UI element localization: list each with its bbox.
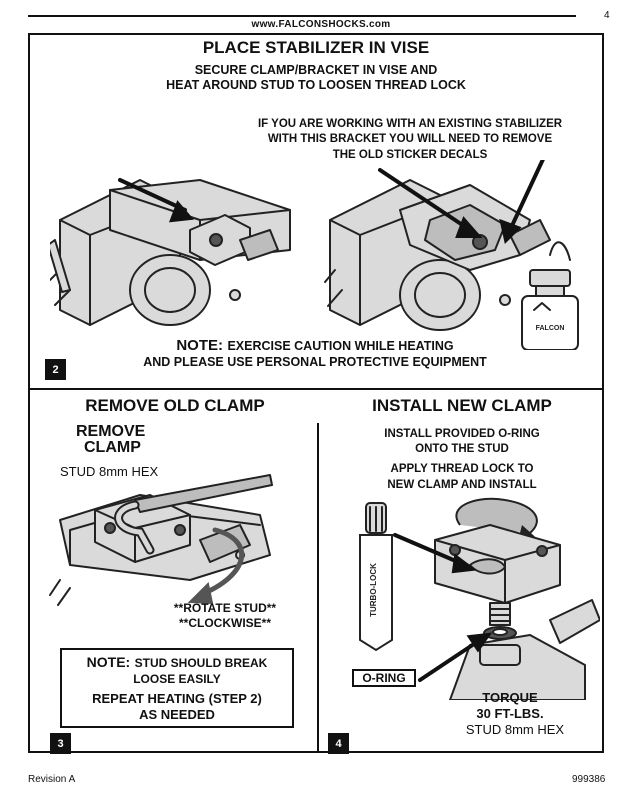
step3-title: REMOVE OLD CLAMP	[85, 396, 265, 415]
decal-callout-3: THE OLD STICKER DECALS	[332, 149, 488, 161]
step4-number-badge: 4	[328, 733, 349, 754]
website-url[interactable]: www.FALCONSHOCKS.com	[251, 19, 391, 30]
step4-stud-label: STUD 8mm HEX	[465, 722, 565, 737]
step2-title: PLACE STABILIZER IN VISE	[202, 38, 430, 57]
step2-note-label: NOTE:	[176, 337, 224, 354]
step2-note-line2: AND PLEASE USE PERSONAL PROTECTIVE EQUIP…	[143, 355, 487, 369]
step3-stud-label: STUD 8mm HEX	[60, 464, 159, 479]
remove-clamp-illustration	[49, 474, 273, 606]
step2-note: NOTE: EXERCISE CAUTION WHILE HEATING	[60, 337, 570, 355]
step3-note-box: NOTE: STUD SHOULD BREAK LOOSE EASILY REP…	[60, 648, 294, 728]
thread-lock-bottle: TURBO-LOCK	[359, 502, 393, 652]
step4-title: INSTALL NEW CLAMP	[372, 396, 552, 415]
step4-number: 4	[328, 733, 349, 754]
remove-clamp-label-1: REMOVE	[76, 423, 146, 440]
rotate-stud-2: **CLOCKWISE**	[178, 616, 271, 630]
step3-note-line1: STUD SHOULD BREAK	[134, 656, 268, 670]
torque-label-2: 30 FT-LBS.	[476, 706, 544, 721]
step4-line2: ONTO THE STUD	[415, 443, 509, 455]
step3-number: 3	[50, 733, 71, 754]
page-number: 4	[604, 10, 610, 21]
step2-note-line1: EXERCISE CAUTION WHILE HEATING	[227, 339, 454, 353]
torque-label-1: TORQUE	[482, 690, 538, 705]
remove-clamp-label-2: CLAMP	[84, 439, 141, 456]
step3-note-line4: AS NEEDED	[139, 707, 215, 722]
step3-note-first-line: NOTE: STUD SHOULD BREAK	[62, 654, 292, 672]
step4-line4: NEW CLAMP AND INSTALL	[387, 479, 537, 491]
decal-callout-2: WITH THIS BRACKET YOU WILL NEED TO REMOV…	[267, 133, 553, 145]
step2-number: 2	[45, 359, 66, 380]
step3-number-badge: 3	[50, 733, 71, 754]
left-vise-drawing	[50, 179, 291, 326]
torch-canister: FALCON	[521, 241, 579, 350]
rotate-stud-1: **ROTATE STUD**	[173, 601, 277, 615]
step4-line1: INSTALL PROVIDED O-RING	[384, 428, 540, 440]
step2-subtitle-1: SECURE CLAMP/BRACKET IN VISE AND	[194, 63, 438, 77]
section-divider	[28, 388, 604, 390]
step3-note-line3: REPEAT HEATING (STEP 2)	[92, 691, 262, 706]
oring-label: O-RING	[352, 669, 416, 687]
step3-note-label: NOTE:	[86, 654, 131, 670]
torch-label: FALCON	[536, 325, 565, 332]
bottle-label: TURBO-LOCK	[369, 563, 378, 617]
step3-note-line2: LOOSE EASILY	[133, 672, 221, 686]
step2-number-badge: 2	[45, 359, 66, 380]
part-number: 999386	[572, 774, 606, 785]
vise-heating-illustration: FALCON	[50, 160, 579, 350]
step2-subtitle-2: HEAT AROUND STUD TO LOOSEN THREAD LOCK	[166, 78, 466, 92]
install-clamp-illustration: TURBO-LOCK	[359, 497, 600, 700]
step4-line3: APPLY THREAD LOCK TO	[390, 463, 534, 475]
revision-label: Revision A	[28, 774, 76, 785]
decal-callout-1: IF YOU ARE WORKING WITH AN EXISTING STAB…	[257, 118, 563, 130]
instruction-frame	[28, 33, 604, 753]
header-rule	[28, 15, 576, 17]
right-vise-drawing	[324, 179, 551, 331]
column-divider	[317, 423, 319, 753]
